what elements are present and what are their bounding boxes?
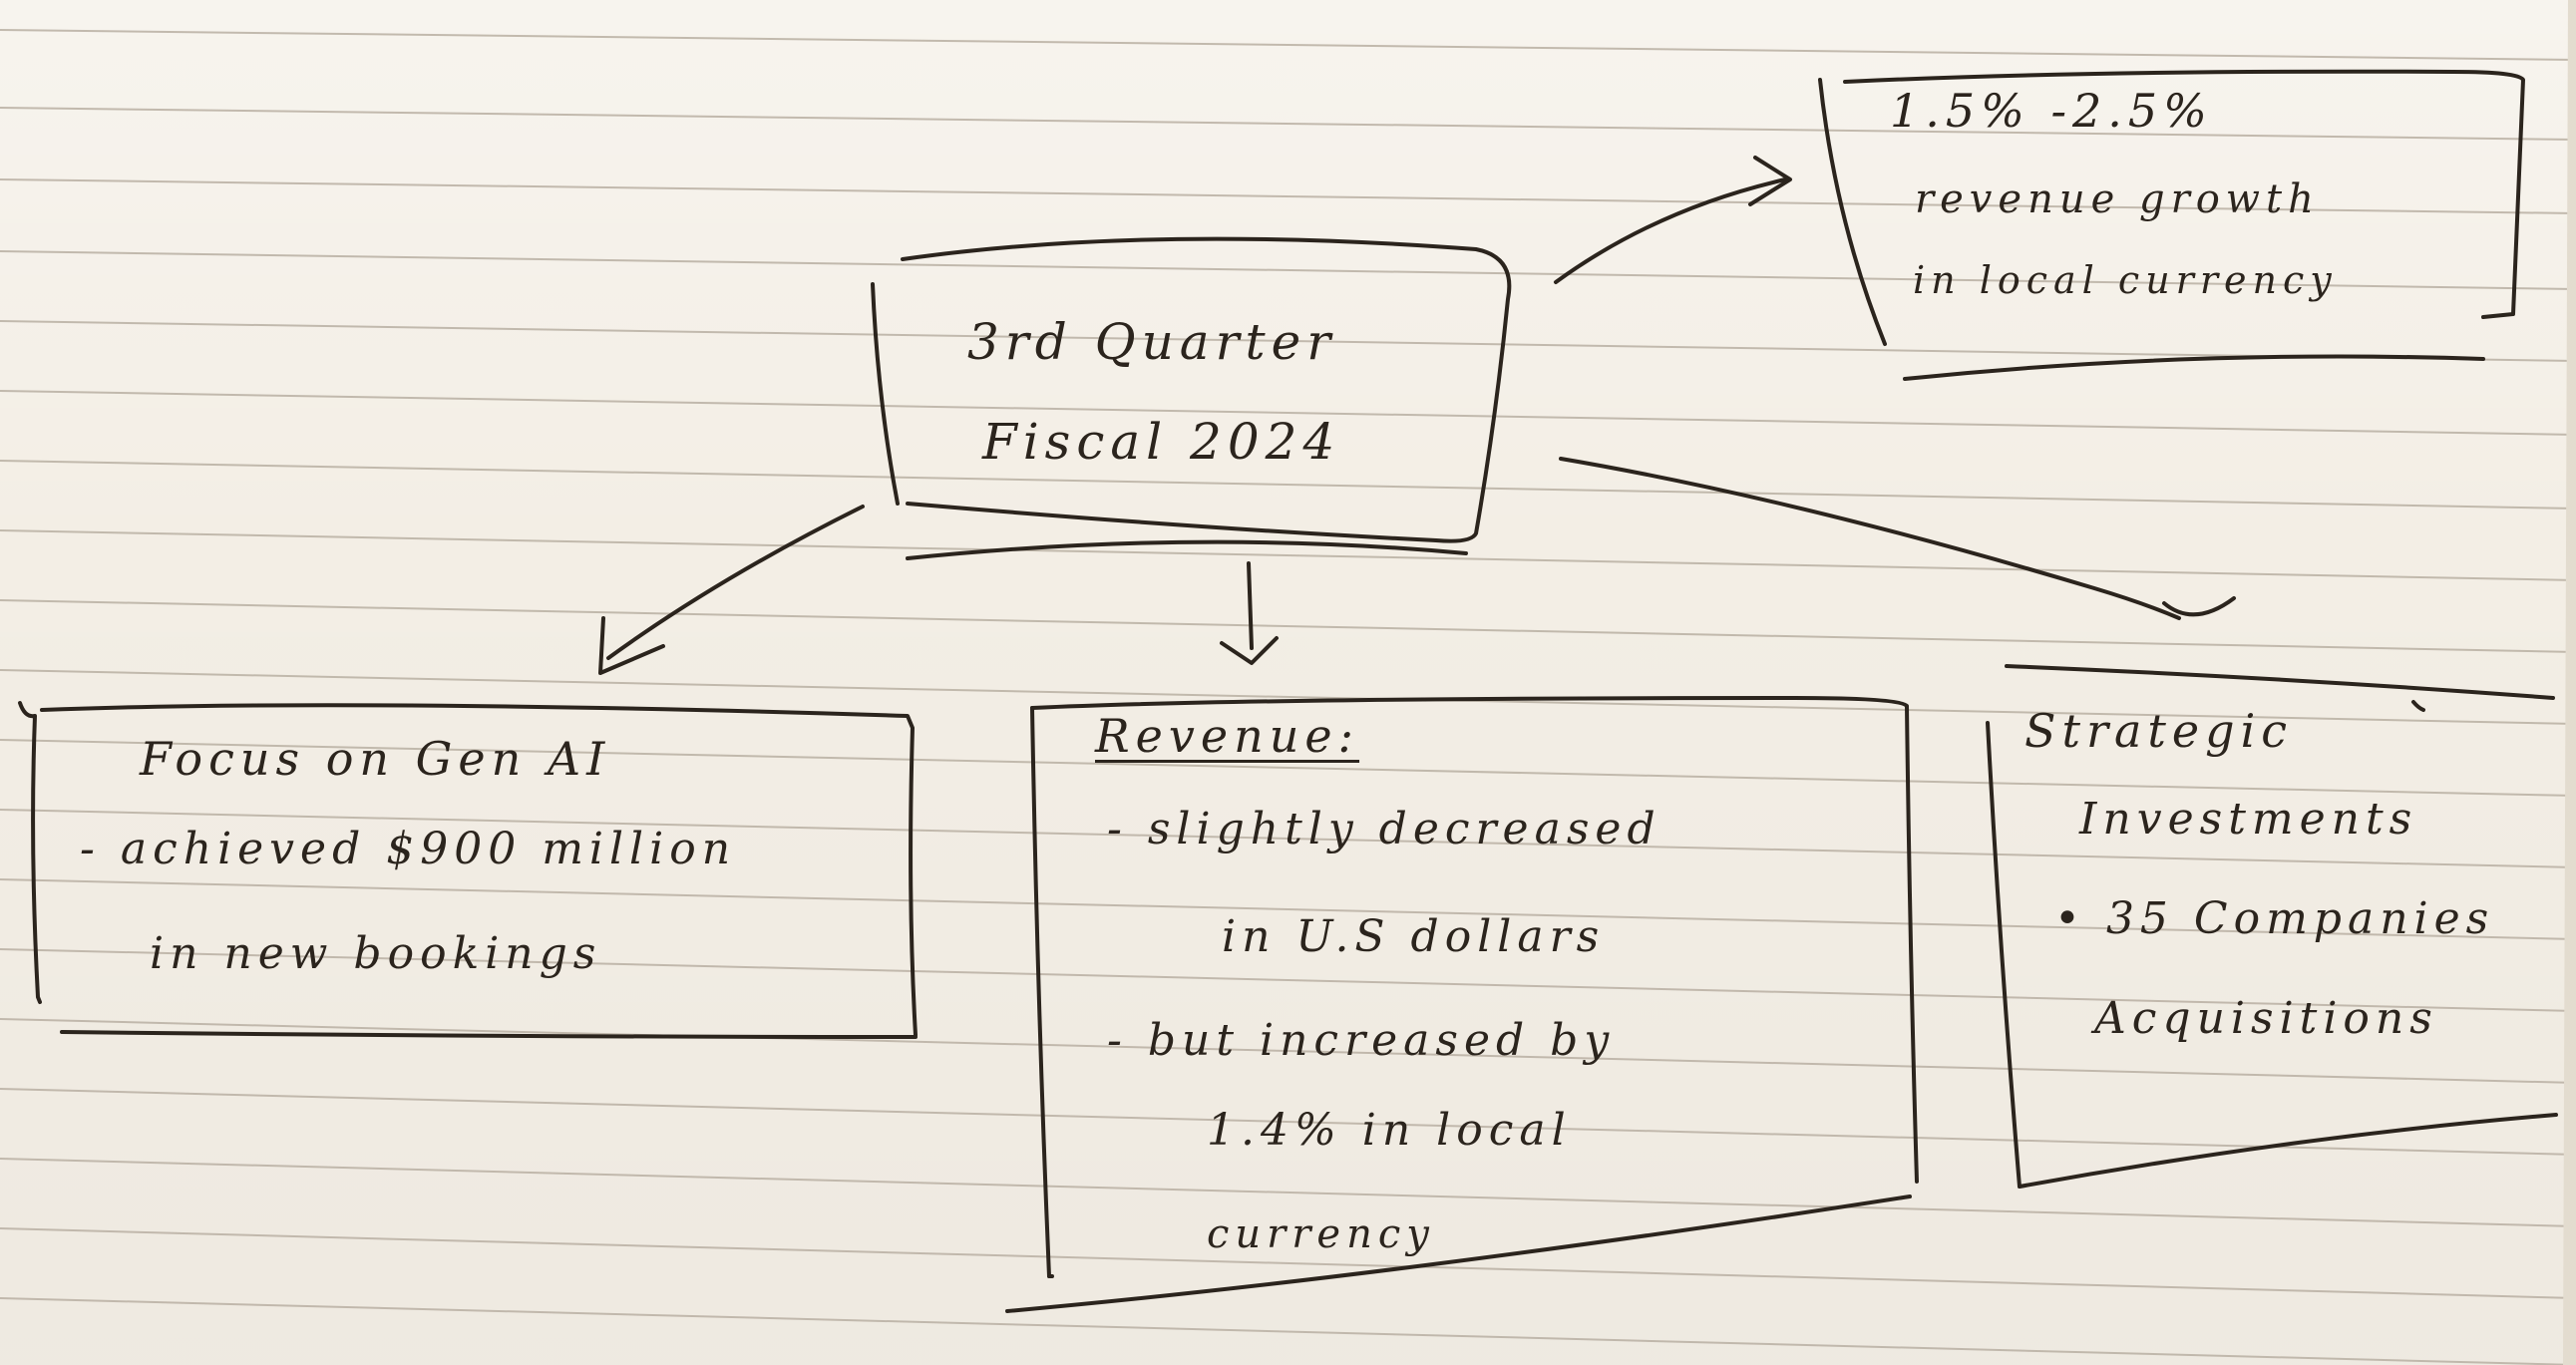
revenue-line-5: currency [1207, 1211, 1435, 1257]
growth-box [1818, 69, 2525, 381]
growth-currency-text: in local currency [1913, 258, 2338, 302]
genai-bookings-label: in new bookings [150, 928, 602, 979]
genai-box [18, 701, 918, 1039]
revenue-line-4: 1.4% in local [1207, 1105, 1572, 1156]
revenue-line-2: in U.S dollars [1222, 911, 1606, 962]
strategic-title-line1: Strategic [2024, 704, 2294, 758]
revenue-box [1005, 696, 1919, 1313]
connector-to-strategic [1559, 457, 2236, 620]
connector-to-revenue [1220, 561, 1279, 665]
growth-range-text: 1.5% -2.5% [1890, 84, 2213, 138]
revenue-heading: Revenue: [1095, 709, 1360, 763]
strategic-acquisitions: Acquisitions [2094, 993, 2438, 1044]
revenue-line-1: - slightly decreased [1107, 804, 1661, 854]
genai-bookings-amount: - achieved $900 million [80, 824, 737, 874]
connector-to-genai [598, 505, 865, 675]
revenue-line-3: - but increased by [1107, 1015, 1616, 1066]
center-title-line2: Fiscal 2024 [982, 413, 1341, 471]
genai-heading: Focus on Gen AI [140, 732, 611, 786]
strategic-title-line2: Investments [2079, 794, 2418, 845]
center-title-line1: 3rd Quarter [967, 313, 1337, 371]
connector-to-growth [1554, 156, 1792, 284]
strategic-box [1986, 664, 2558, 1189]
growth-label-text: revenue growth [1915, 176, 2320, 222]
strategic-companies: • 35 Companies [2054, 893, 2495, 944]
center-box [871, 236, 1512, 560]
